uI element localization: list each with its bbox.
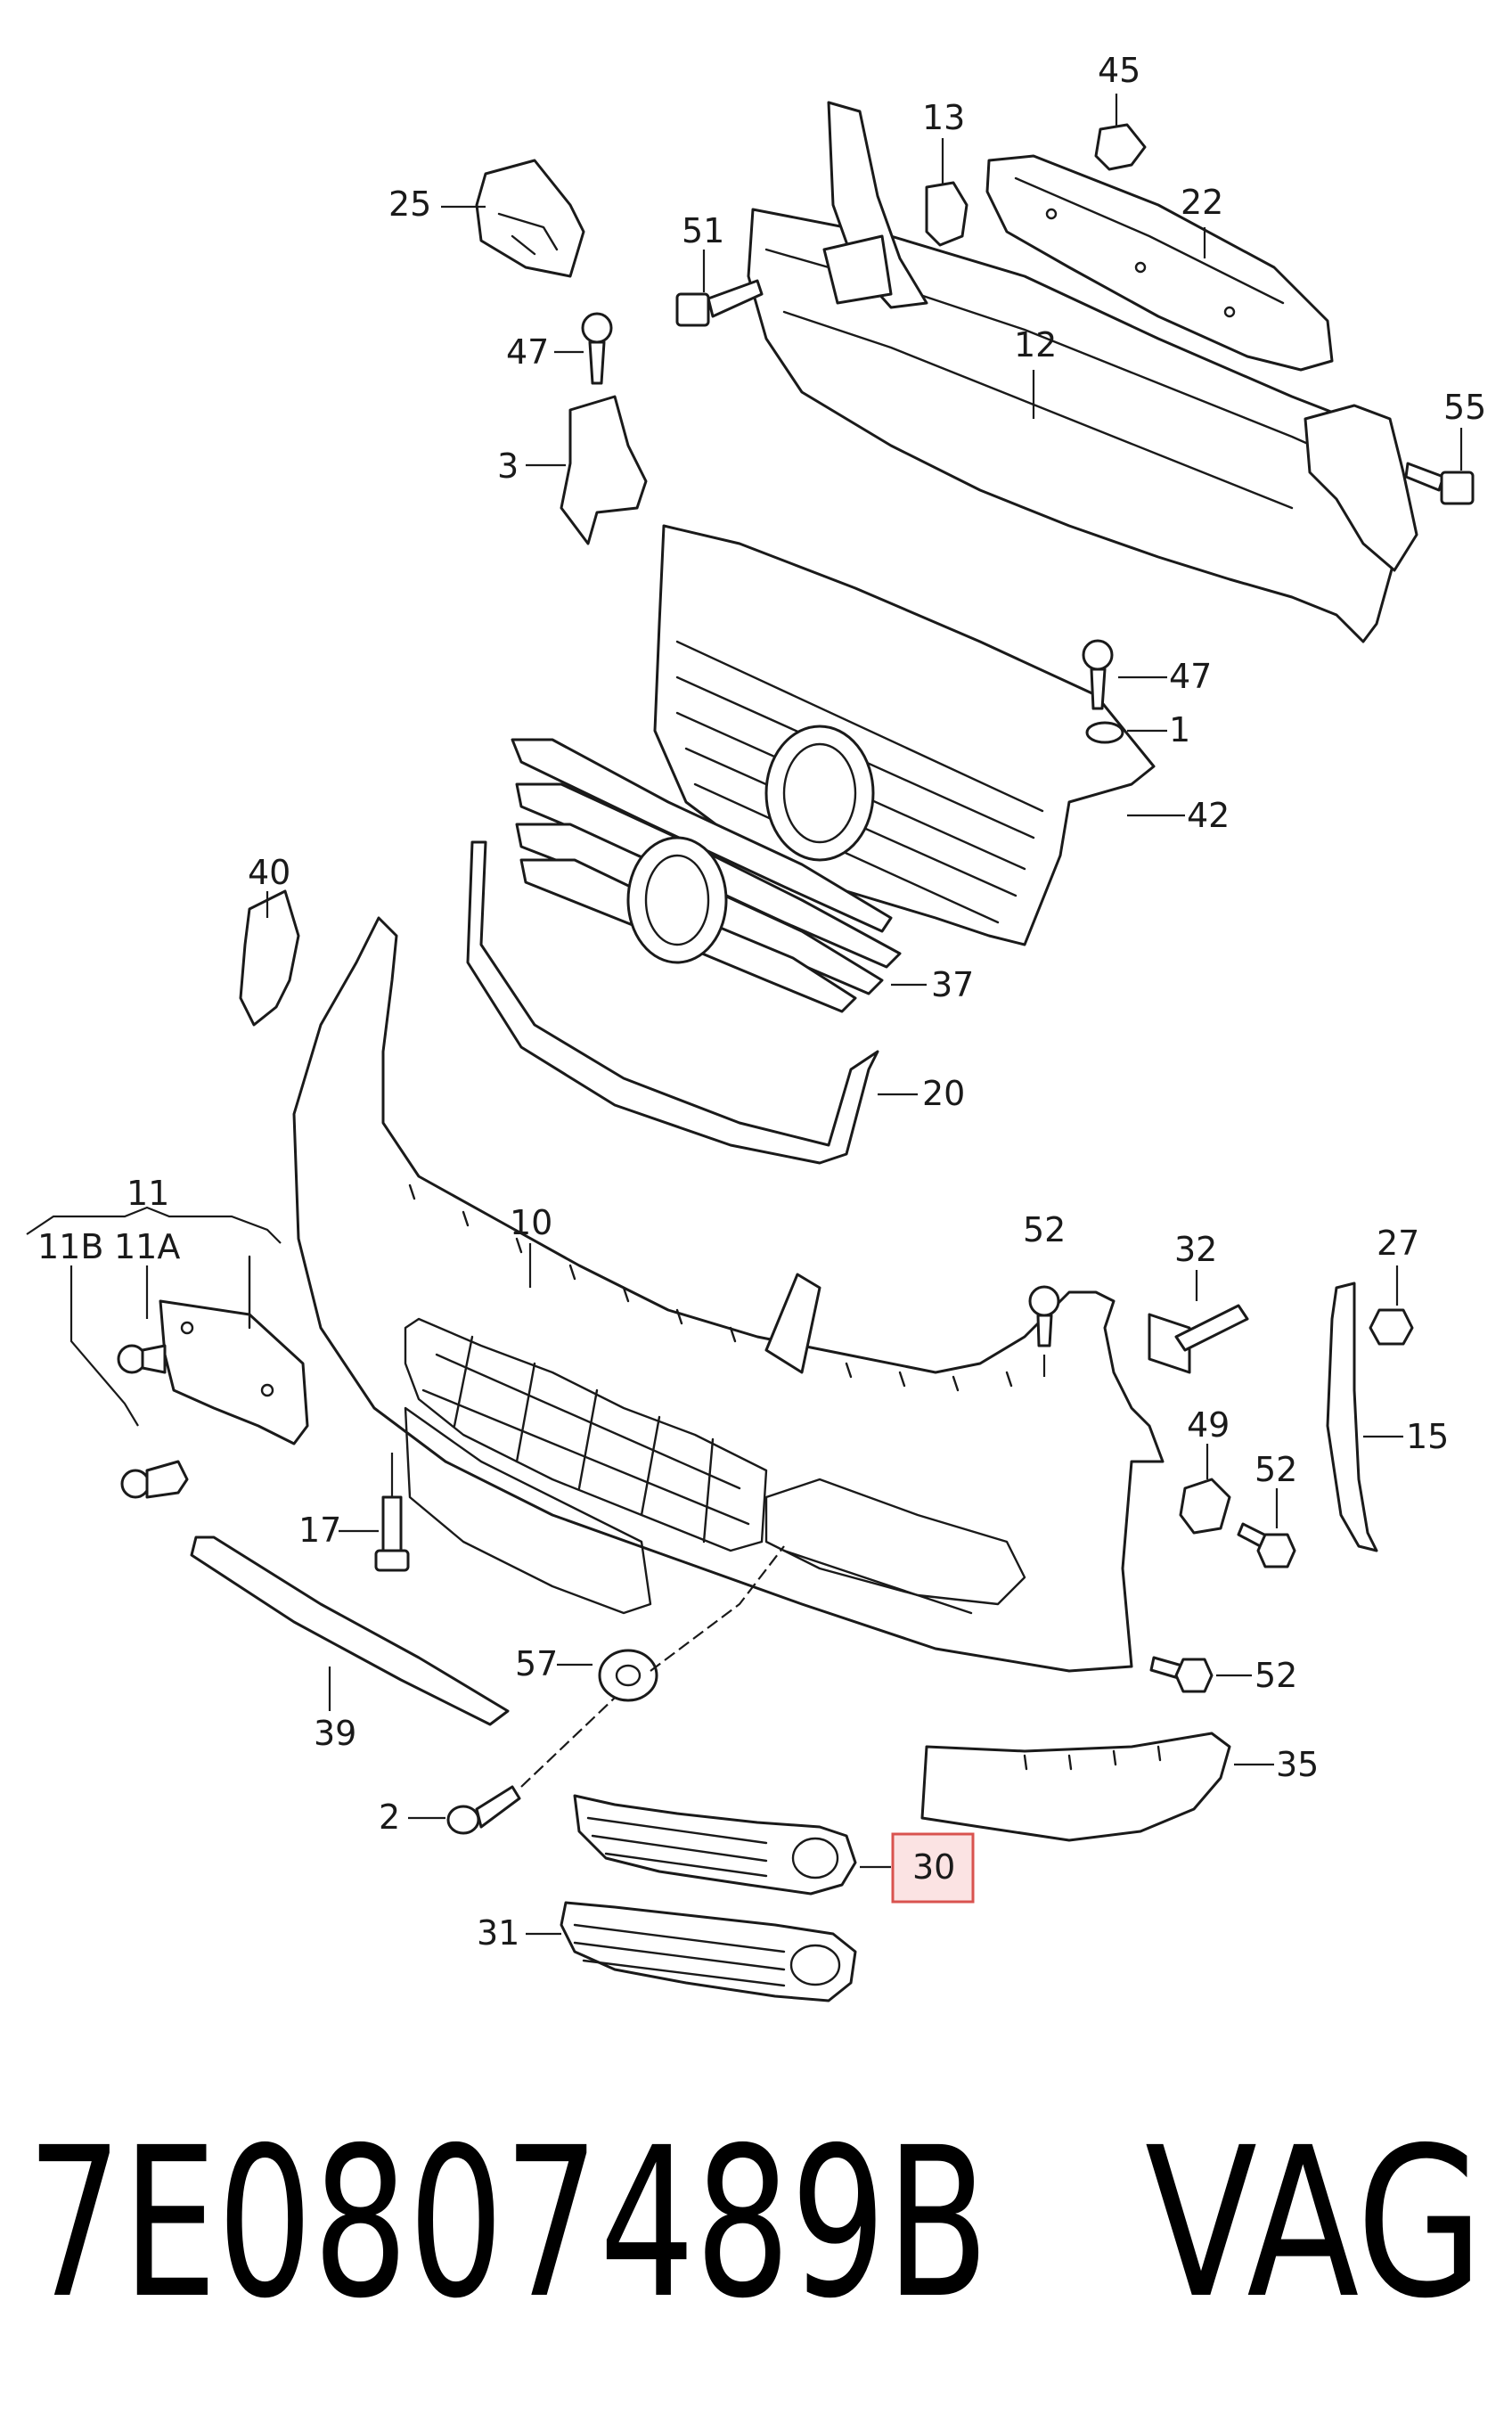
part-39-trim-strip — [190, 1535, 510, 1726]
part-30-grille-insert — [573, 1794, 891, 1896]
callout-52-low: 52 — [1255, 1656, 1297, 1695]
callout-27: 27 — [1377, 1224, 1419, 1263]
callout-57: 57 — [515, 1644, 558, 1683]
part-15-side-guide — [1326, 1282, 1403, 1552]
part-49-clip — [1179, 1444, 1231, 1535]
brand-label: VAG — [1145, 2103, 1483, 2344]
callout-17: 17 — [298, 1511, 341, 1550]
part-52-screw-mid — [1237, 1488, 1296, 1568]
part-13-bracket — [925, 138, 968, 247]
callout-45: 45 — [1098, 51, 1140, 90]
callout-30-highlight — [891, 1832, 975, 1904]
part-2-screw — [408, 1697, 616, 1835]
callout-20: 20 — [922, 1074, 965, 1113]
callout-52-top: 52 — [1023, 1210, 1066, 1249]
part-25-bracket — [441, 159, 585, 278]
part-52-screw-top — [1028, 1285, 1060, 1377]
callout-11: 11 — [127, 1174, 169, 1213]
callout-39: 39 — [314, 1714, 356, 1753]
callout-12: 12 — [1014, 325, 1057, 364]
part-47-screw-lower — [1082, 639, 1167, 710]
callout-11b: 11B — [37, 1227, 103, 1266]
part-42-upper-grille — [653, 524, 1185, 946]
part-1-washer — [1085, 721, 1167, 744]
part-17-bolt — [339, 1453, 410, 1572]
callout-3: 3 — [497, 446, 519, 486]
callout-32: 32 — [1174, 1230, 1217, 1269]
part-47-screw-top — [554, 312, 613, 385]
part-number-label: 7E0807489B — [27, 2103, 989, 2344]
callout-2: 2 — [379, 1798, 400, 1837]
part-32-bolt — [1148, 1270, 1249, 1374]
part-52-screw-low — [1149, 1656, 1252, 1693]
callout-13: 13 — [922, 98, 965, 137]
part-11a-pin — [117, 1344, 167, 1374]
callout-30: 30 — [912, 1847, 955, 1887]
callout-49: 49 — [1187, 1405, 1230, 1445]
part-55-screw — [1404, 428, 1475, 505]
part-40-bracket — [239, 889, 300, 1027]
part-57-washer — [557, 1545, 785, 1702]
part-22-energy-absorber — [985, 154, 1334, 372]
part-10-bumper-cover — [292, 916, 1165, 1673]
callout-1: 1 — [1169, 710, 1190, 749]
callout-47-lower: 47 — [1169, 657, 1212, 696]
callout-25: 25 — [388, 184, 431, 224]
part-37-grille-strips — [511, 738, 927, 1013]
callout-51: 51 — [682, 211, 724, 250]
callout-40: 40 — [248, 853, 290, 892]
callout-35: 35 — [1276, 1745, 1319, 1784]
callout-22: 22 — [1181, 183, 1223, 222]
part-27-nut — [1369, 1265, 1414, 1346]
callout-42: 42 — [1187, 796, 1230, 835]
part-12-impact-bar — [747, 101, 1418, 643]
part-51-screw — [675, 250, 764, 327]
part-11-plate-bracket — [26, 1206, 309, 1445]
callout-52-mid: 52 — [1255, 1450, 1297, 1489]
part-11b-pin — [120, 1460, 189, 1499]
part-3-bracket — [526, 395, 648, 545]
part-45-clip — [1094, 94, 1147, 171]
callout-37: 37 — [931, 965, 974, 1004]
callout-15: 15 — [1406, 1417, 1449, 1456]
part-20-frame-strip — [466, 840, 918, 1165]
callout-31: 31 — [477, 1913, 519, 1953]
part-35-trim — [920, 1732, 1274, 1842]
callout-55: 55 — [1443, 388, 1486, 427]
callout-10: 10 — [510, 1203, 552, 1242]
callout-47-top: 47 — [506, 332, 549, 372]
callout-11a: 11A — [114, 1227, 180, 1266]
part-31-grille-insert — [526, 1901, 857, 2002]
